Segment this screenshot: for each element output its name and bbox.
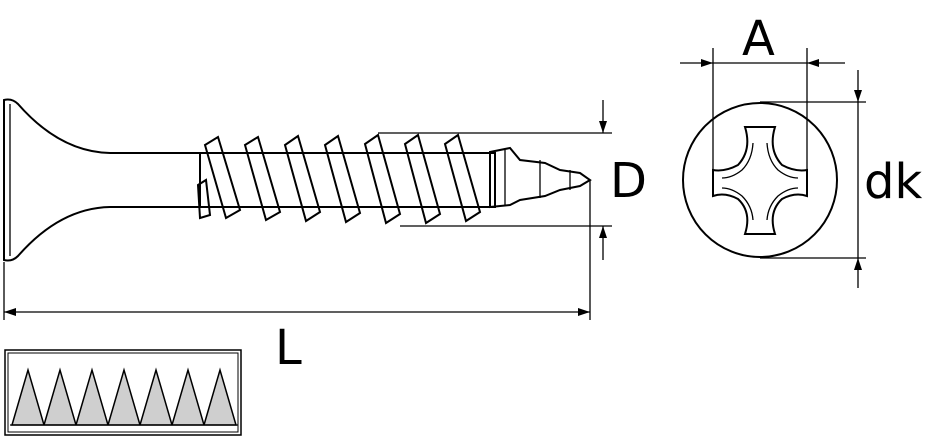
screw-side-view <box>3 98 612 262</box>
screw-head-top-view <box>682 102 838 258</box>
length-dimension: L <box>3 180 591 376</box>
diameter-label: D <box>610 153 647 209</box>
diameter-dimension: D <box>599 100 647 260</box>
screw-shank <box>199 152 496 208</box>
screw-tip <box>489 146 592 209</box>
head-diameter-label: dk <box>864 154 922 210</box>
screw-head <box>3 98 201 262</box>
length-label: L <box>275 320 302 376</box>
drive-width-dimension: A <box>680 11 845 170</box>
coarse-thread-icon <box>4 349 242 436</box>
thread-crests <box>196 133 482 225</box>
phillips-cross-icon <box>712 126 808 235</box>
drive-width-label: A <box>742 11 775 67</box>
head-circle <box>682 102 838 258</box>
head-diameter-dimension: dk <box>760 70 922 288</box>
